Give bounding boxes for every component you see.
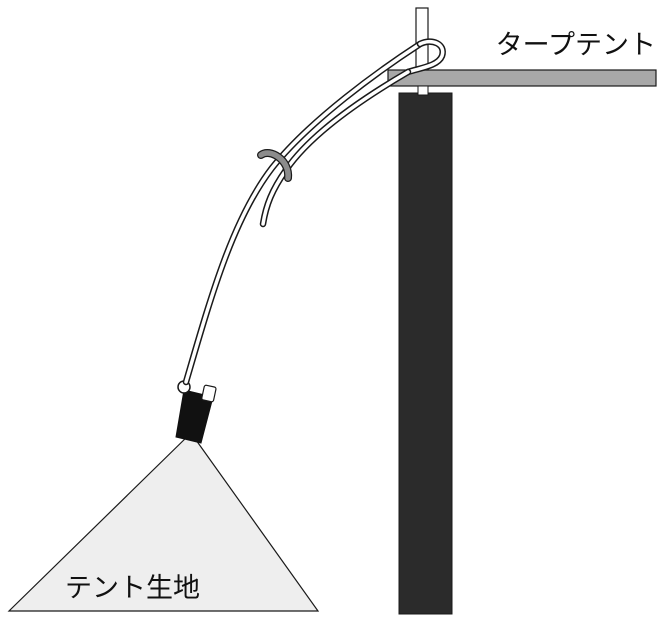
rope: [182, 38, 446, 386]
tarp-panel: [387, 69, 657, 87]
tent-fabric-triangle: [7, 432, 320, 612]
label-tent-fabric: テント生地: [65, 573, 200, 604]
tent-pole: [398, 92, 453, 615]
rope-band-fill: [258, 150, 291, 181]
strap-tab: [201, 384, 217, 403]
pole-pin-lower: [417, 85, 429, 96]
label-tarp-tent: タープテント: [496, 30, 656, 61]
